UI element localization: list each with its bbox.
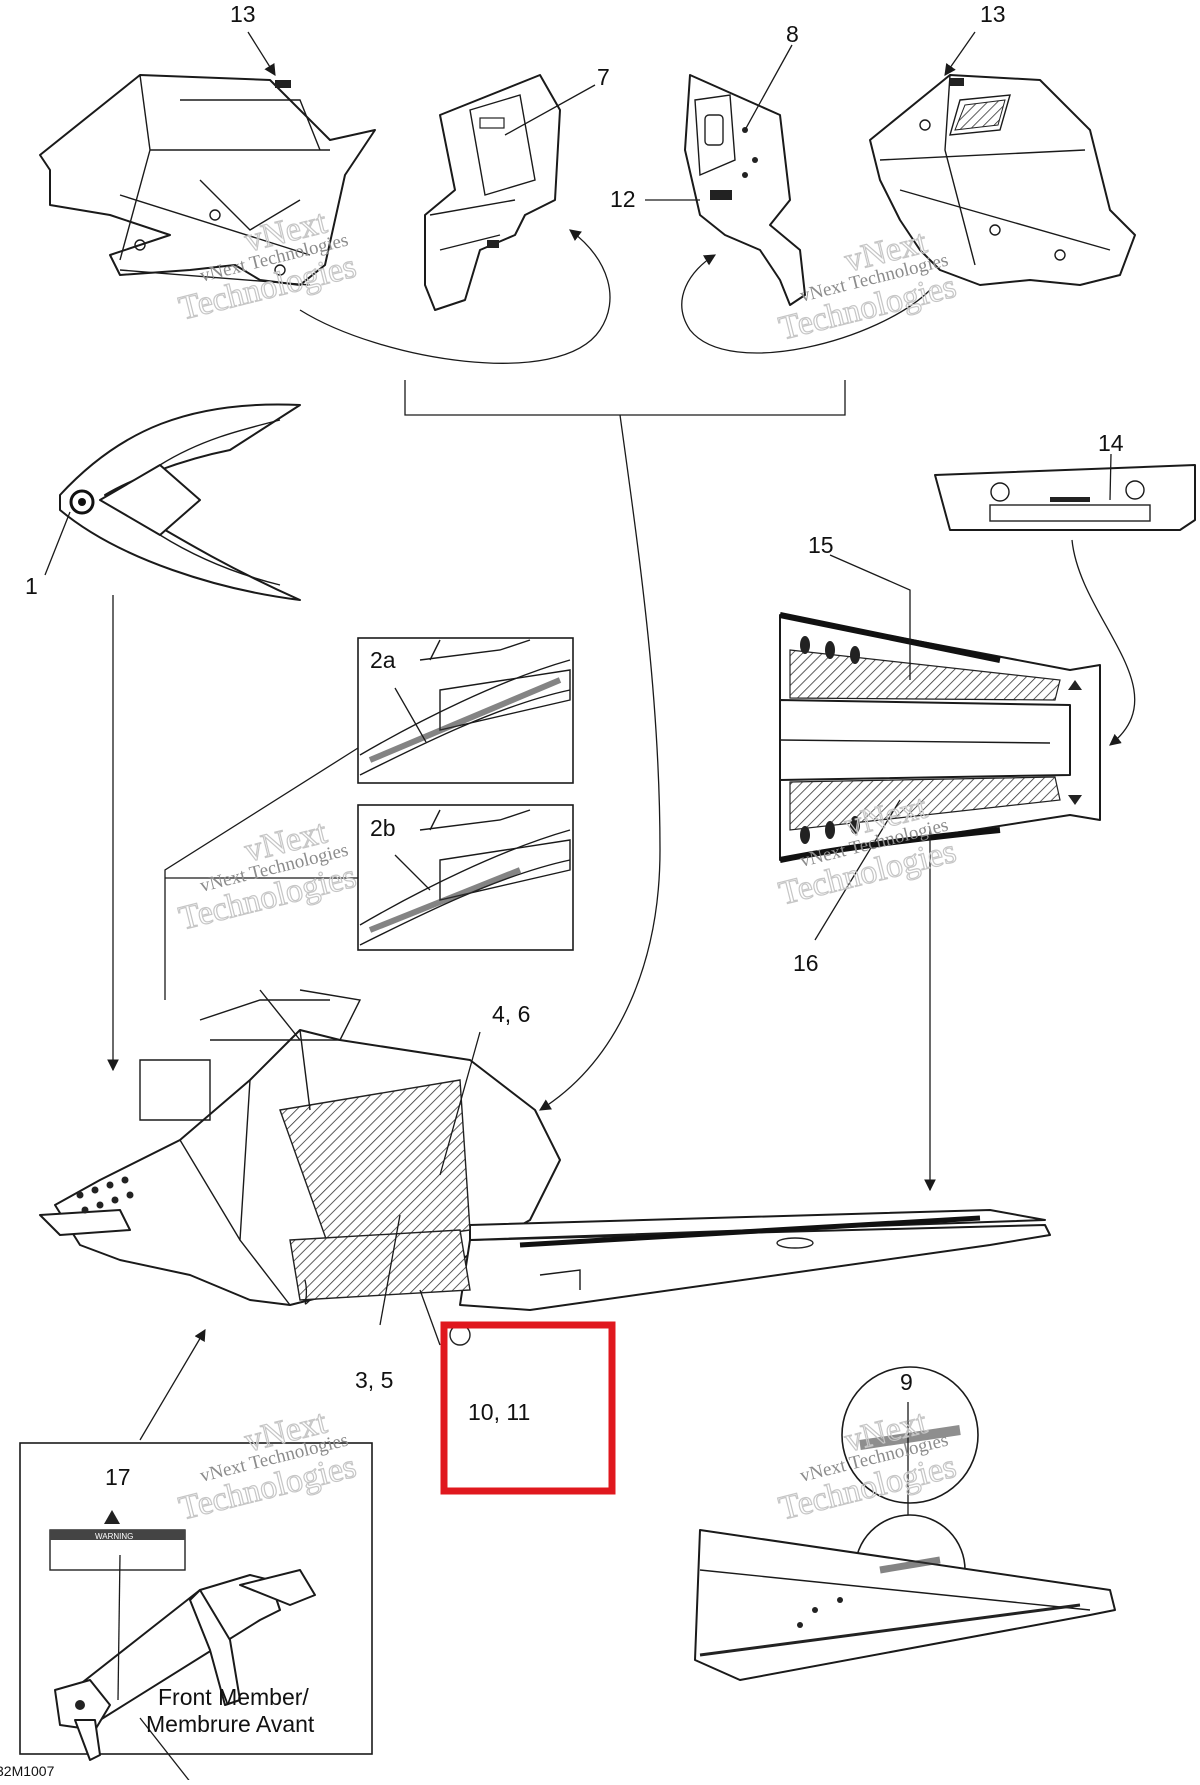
side-panel-left	[39, 74, 376, 286]
callout-3-5: 3, 5	[355, 1367, 393, 1393]
callout-2b: 2b	[370, 815, 396, 841]
callout-9: 9	[900, 1369, 913, 1395]
inset-2a	[357, 637, 574, 784]
inset-caption-line1: Front Member/	[158, 1684, 309, 1710]
callout-13-left: 13	[230, 1, 256, 27]
callout-13-right: 13	[980, 1, 1006, 27]
console-panel-left	[424, 74, 561, 311]
callout-10-11: 10, 11	[468, 1399, 530, 1425]
tunnel-top-view	[779, 612, 1101, 863]
inset-front-member	[19, 1442, 373, 1761]
rear-plate	[934, 464, 1196, 531]
tunnel-side-decal	[694, 1366, 1116, 1681]
side-panel-right	[869, 74, 1136, 286]
callout-15: 15	[808, 532, 834, 558]
callout-17: 17	[105, 1464, 131, 1490]
highlight-box	[440, 1321, 616, 1495]
callout-7: 7	[597, 64, 610, 90]
callout-16: 16	[793, 950, 819, 976]
front-hood	[59, 403, 301, 601]
callout-12: 12	[610, 186, 636, 212]
callout-1: 1	[25, 573, 38, 599]
figure-code: 32M1007	[0, 1763, 55, 1779]
inset-caption-line2: Membrure Avant	[146, 1711, 315, 1737]
console-panel-right	[684, 74, 806, 306]
inset-2b	[357, 804, 574, 951]
callout-14: 14	[1098, 430, 1124, 456]
sled-main-body	[39, 989, 1051, 1346]
callout-2a: 2a	[370, 647, 396, 673]
callout-4-6: 4, 6	[492, 1001, 530, 1027]
callout-8: 8	[786, 21, 799, 47]
warning-label-title: WARNING	[95, 1532, 133, 1541]
